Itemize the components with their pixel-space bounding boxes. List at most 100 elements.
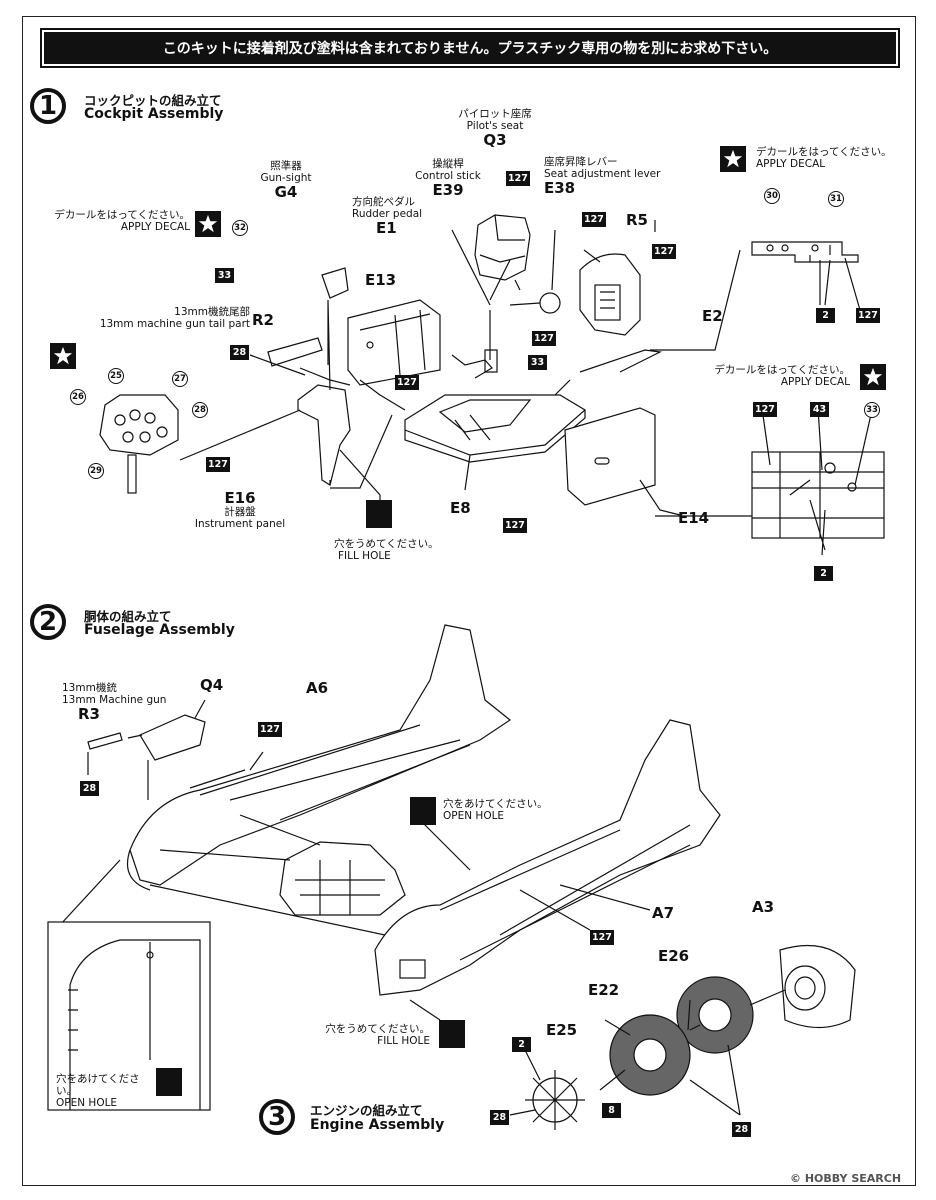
paint-127-floor: 127 [503, 518, 527, 533]
step-2-number: 2 [30, 604, 66, 640]
engine-cowl-drawing [779, 944, 856, 1029]
open-hole-2-en: OPEN HOLE [56, 1097, 118, 1109]
part-a3-label: A3 [752, 898, 775, 916]
open-hole-1-jp: 穴をあけてください。 [443, 798, 548, 810]
gun-sight-drawing [321, 267, 349, 299]
decal-detail-top-drawing [751, 241, 861, 311]
r3-gun-drawing [87, 732, 123, 750]
paint-28-engine-right: 28 [732, 1122, 751, 1137]
mg-label: 13mm機銃 13mm Machine gun R3 [62, 682, 172, 722]
rudder-pedal-en: Rudder pedal [352, 208, 423, 220]
paint-28-mg2: 28 [80, 781, 99, 796]
q4-cover-drawing [139, 714, 206, 761]
step-1-title-en: Cockpit Assembly [84, 106, 224, 122]
paint-127-a7: 127 [590, 930, 614, 945]
gun-sight-jp: 照準器 [270, 160, 302, 172]
control-stick-jp: 操縦桿 [432, 158, 464, 170]
control-stick-label: 操縦桿 Control stick E39 [412, 158, 484, 198]
part-e2-label: E2 [702, 307, 723, 325]
rudder-pedal-drawing [451, 354, 493, 379]
step-1-title-jp: コックピットの組み立て [84, 93, 222, 108]
part-e25-label: E25 [546, 1021, 578, 1039]
fill-hole-icon [439, 1020, 465, 1048]
instrument-en: Instrument panel [194, 518, 286, 530]
rudder-pedal-jp: 方向舵ペダル [352, 196, 415, 208]
part-q4-label: Q4 [200, 676, 224, 694]
paint-127-wall: 127 [395, 375, 419, 390]
fill-hole-label-1: 穴をうめてください。 FILL HOLE [334, 538, 454, 562]
cockpit-insert-drawing [279, 841, 406, 916]
paint-33-gunsight: 33 [215, 268, 234, 283]
mg-jp: 13mm機銃 [62, 682, 117, 694]
decal-30: 30 [764, 188, 780, 204]
step-1-number: 1 [30, 88, 66, 124]
notice-banner: このキットに接着剤及び塗料は含まれておりません。プラスチック専用の物を別にお求め… [40, 28, 900, 68]
fill-hole-2-en: FILL HOLE [377, 1035, 430, 1047]
decal-star-icon [720, 146, 746, 172]
step-3-number: 3 [259, 1099, 295, 1135]
fill-hole-1-en: FILL HOLE [338, 550, 391, 562]
apply-decal-tr-en: APPLY DECAL [756, 158, 826, 170]
pilot-seat-en: Pilot's seat [466, 120, 524, 132]
pilot-seat-jp: パイロット座席 [458, 108, 532, 120]
part-a6-label: A6 [306, 679, 329, 697]
part-e22-label: E22 [588, 981, 620, 999]
part-e8-label: E8 [450, 499, 471, 517]
step-2-title-en: Fuselage Assembly [84, 622, 235, 638]
decal-star-icon [50, 343, 76, 369]
paint-2-engine: 2 [512, 1037, 531, 1052]
control-stick-drawing [484, 310, 498, 373]
fill-hole-2-jp: 穴をうめてください。 [325, 1023, 430, 1035]
engine-rear-cylinders-drawing [676, 976, 754, 1054]
decal-32: 32 [232, 220, 248, 236]
rudder-pedal-part: E1 [376, 219, 397, 237]
apply-decal-lower-right: デカールをはってください。 APPLY DECAL [700, 364, 850, 388]
instrument-label: E16 計器盤 Instrument panel [175, 490, 305, 530]
decal-31: 31 [828, 191, 844, 207]
decal-33: 33 [864, 402, 880, 418]
paint-127-panel: 127 [206, 457, 230, 472]
e2-rod-drawing [579, 349, 663, 373]
mg-part: R3 [78, 705, 100, 723]
paint-127-top: 127 [856, 308, 880, 323]
seat-lever-en: Seat adjustment lever [544, 168, 661, 180]
pilot-seat-part: Q3 [483, 131, 507, 149]
paint-127-a6: 127 [258, 722, 282, 737]
decal-29: 29 [88, 463, 104, 479]
side-wall-drawing [347, 299, 441, 386]
open-hole-2-jp: 穴をあけてください。 [56, 1073, 140, 1097]
instrument-jp: 計器盤 [224, 506, 256, 518]
decal-25: 25 [108, 368, 124, 384]
step-2-title-jp: 胴体の組み立て [84, 609, 172, 624]
paint-2-top: 2 [816, 308, 835, 323]
apply-decal-lr-en: APPLY DECAL [780, 376, 850, 388]
mg-tail-jp: 13mm機銃尾部 [174, 306, 250, 318]
engine-crankcase-drawing [525, 1070, 585, 1130]
decal-26: 26 [70, 389, 86, 405]
seat-lever-part: E38 [544, 179, 576, 197]
mg-tail-part: R2 [252, 311, 274, 329]
paint-127-seat: 127 [506, 171, 530, 186]
part-a7-label: A7 [652, 904, 675, 922]
mg-en: 13mm Machine gun [62, 694, 167, 706]
part-r5-label: R5 [626, 211, 648, 229]
open-hole-1-en: OPEN HOLE [443, 810, 505, 822]
seat-lever-label: 座席昇降レバー Seat adjustment lever E38 [544, 156, 664, 196]
paint-28-engine-left: 28 [490, 1110, 509, 1125]
seat-lever-drawing [509, 292, 561, 314]
fuselage-left-drawing [126, 624, 512, 891]
open-hole-icon [410, 797, 436, 825]
decal-star-icon [860, 364, 886, 390]
paint-127-lever: 127 [582, 212, 606, 227]
open-hole-icon [156, 1068, 182, 1096]
paint-127-stick: 127 [532, 331, 556, 346]
fill-hole-1-jp: 穴をうめてください。 [334, 538, 439, 550]
paint-127-armor: 127 [652, 244, 676, 259]
mg-tail-en: 13mm machine gun tail part [99, 318, 250, 330]
pilot-seat-drawing [474, 214, 531, 281]
step-3-title-en: Engine Assembly [310, 1117, 445, 1133]
instrument-part: E16 [224, 489, 256, 507]
control-stick-en: Control stick [415, 170, 481, 182]
fill-hole-label-2: 穴をうめてください。 FILL HOLE [300, 1023, 430, 1047]
